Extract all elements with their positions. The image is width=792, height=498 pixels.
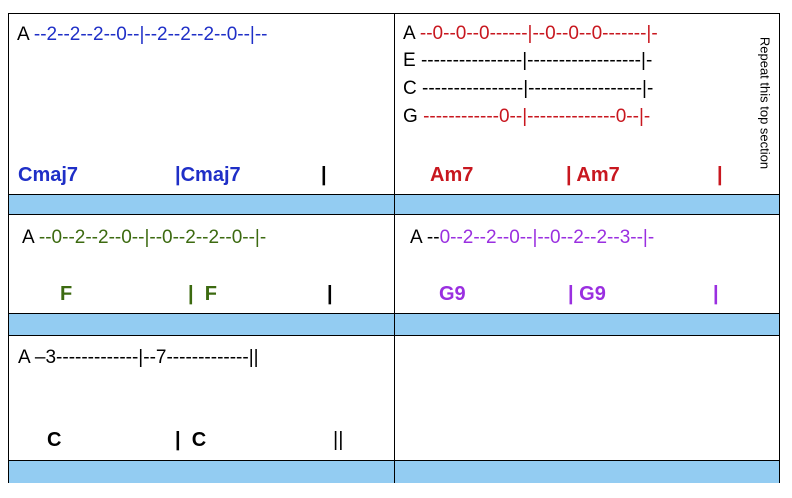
tab-notation: 3-------------|--7-------------||	[45, 347, 259, 368]
separator-band	[9, 461, 779, 483]
tab-notation: --2--2--2--0--|--2--2--2--0--|--	[33, 24, 268, 45]
chord-c-2: | C	[175, 429, 207, 451]
repeat-note: Repeat this top section	[754, 23, 776, 183]
string-label: A	[403, 23, 420, 44]
chord-cmaj7-1: Cmaj7	[18, 164, 79, 186]
row1-right-string-g: G ------------0--|--------------0--|-	[403, 106, 650, 128]
bar-line-end: |	[321, 164, 327, 186]
chord-g9-1: G9	[439, 283, 466, 305]
separator-band	[9, 314, 779, 335]
tab-sheet-table: A --2--2--2--0--|--2--2--2--0--|-- Cmaj7…	[8, 13, 780, 483]
separator-band	[9, 195, 779, 214]
chord-f-1: F	[60, 283, 73, 305]
row2-right-tab: A --0--2--2--0--|--0--2--2--3--|-	[410, 227, 654, 249]
row1-right-string-c: C ----------------|------------------|-	[403, 78, 653, 100]
bar-line-end: |	[327, 283, 333, 305]
row-divider	[9, 313, 779, 314]
row3-left-tab: A –3-------------|--7-------------||	[18, 347, 259, 369]
chord-c-1: C	[47, 429, 62, 451]
tab-notation: --0--0--0------|--0--0--0-------|-	[419, 23, 658, 44]
row1-right-string-a: A --0--0--0------|--0--0--0-------|-	[403, 23, 658, 45]
string-label: E	[403, 50, 421, 71]
tab-notation: --0--2--2--0--|--0--2--2--0--|-	[38, 227, 267, 248]
string-label: A	[22, 227, 39, 248]
row1-left-tab: A --2--2--2--0--|--2--2--2--0--|--	[17, 24, 268, 46]
tab-notation: ----------------|------------------|-	[420, 50, 653, 71]
row-divider	[9, 214, 779, 215]
tab-notation: 0--2--2--0--|--0--2--2--3--|-	[439, 227, 655, 248]
row-divider	[9, 460, 779, 461]
tab-notation: ------------0--|--------------0--|-	[423, 106, 651, 127]
row-divider	[9, 335, 779, 336]
chord-f-2: | F	[188, 283, 217, 305]
string-label: G	[403, 106, 424, 127]
tab-notation: ----------------|------------------|-	[422, 78, 654, 99]
chord-am7-1: Am7	[430, 164, 474, 186]
column-divider	[394, 14, 395, 482]
bar-line-end: |	[717, 164, 723, 186]
string-label: C	[403, 78, 422, 99]
string-label: A --	[410, 227, 440, 248]
repeat-note-text: Repeat this top section	[757, 36, 773, 170]
final-bar-line: ||	[333, 429, 344, 451]
row-divider	[9, 194, 779, 195]
bar-line-end: |	[713, 283, 719, 305]
row2-left-tab: A --0--2--2--0--|--0--2--2--0--|-	[22, 227, 266, 249]
row1-right-string-e: E ----------------|------------------|-	[403, 50, 652, 72]
chord-cmaj7-2: |Cmaj7	[175, 164, 241, 186]
chord-am7-2: | Am7	[566, 164, 620, 186]
chord-g9-2: | G9	[568, 283, 606, 305]
string-label: A –	[18, 347, 46, 368]
string-label: A	[17, 24, 34, 45]
